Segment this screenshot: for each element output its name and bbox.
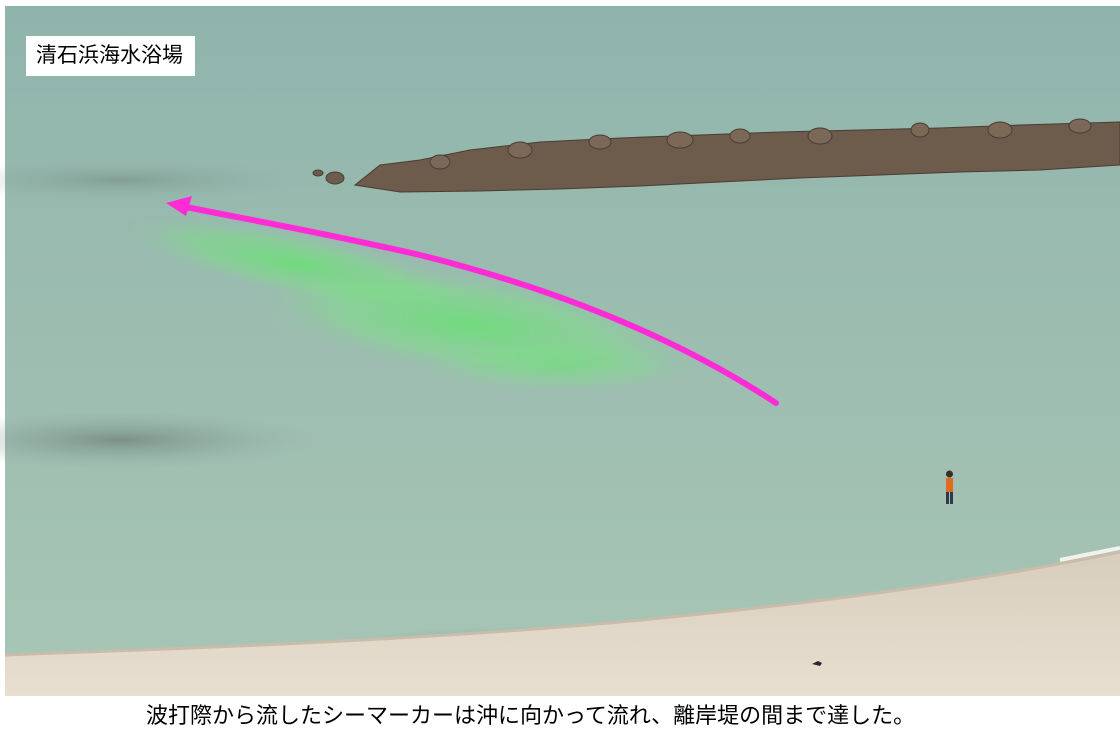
green-dye-plume — [114, 213, 710, 395]
breakwater — [312, 118, 1120, 193]
location-title: 清石浜海水浴場 — [26, 36, 195, 76]
person-figure — [946, 470, 953, 504]
seabed-shadow — [0, 158, 310, 202]
waterline — [4, 550, 1120, 657]
bird-figure — [812, 661, 822, 666]
wave-foam — [1059, 546, 1120, 562]
seabed-shadow — [0, 410, 320, 470]
sand-beach — [5, 552, 1120, 696]
current-direction-arrow — [166, 196, 779, 406]
photo-caption: 波打際から流したシーマーカーは沖に向かって流れ、離岸堤の間まで達した。 — [124, 696, 1110, 738]
